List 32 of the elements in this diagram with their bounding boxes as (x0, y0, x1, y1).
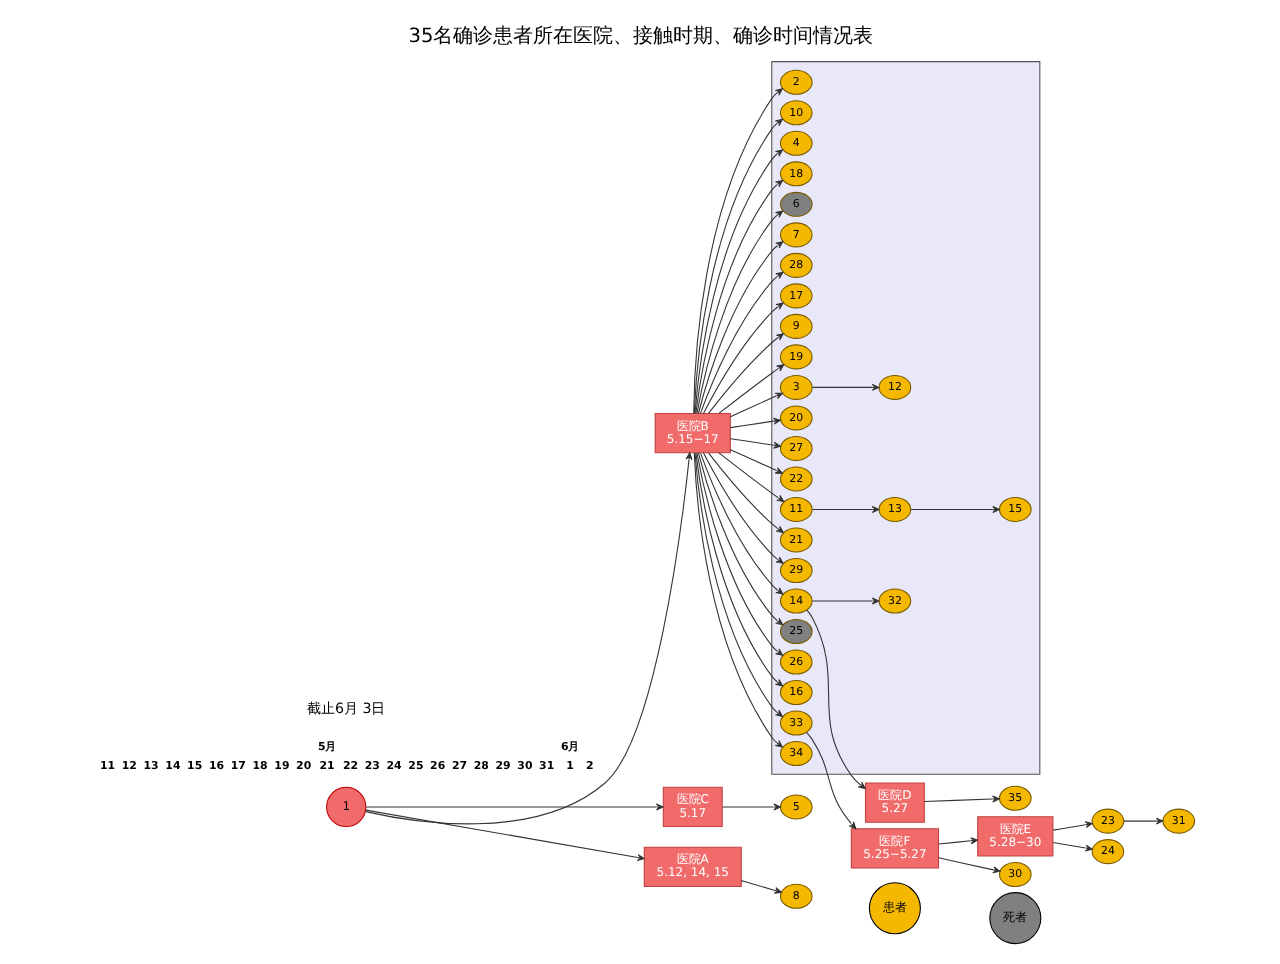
arrow (699, 451, 783, 594)
arrow (707, 332, 783, 413)
arrow (717, 363, 784, 413)
arrow (364, 451, 692, 824)
arrow (1051, 820, 1092, 830)
arrow (1122, 816, 1163, 824)
arrow (701, 301, 783, 414)
arrow (805, 730, 856, 829)
arrow (717, 451, 784, 502)
arrow (937, 856, 1000, 873)
arrow (937, 836, 977, 844)
arrow (728, 448, 782, 473)
arrow (699, 270, 783, 413)
arrow (728, 437, 780, 448)
arrow (739, 879, 781, 893)
arrow (909, 504, 999, 512)
arrow (364, 808, 644, 860)
arrow (707, 451, 783, 533)
arrow (728, 416, 780, 428)
arrow (810, 504, 879, 512)
diagram-title: 35名确诊患者所在医院、接触时期、确诊时间情况表 (407, 25, 873, 48)
arrow (364, 802, 663, 810)
arrow (1051, 841, 1092, 851)
arrow (701, 451, 783, 563)
arrow (805, 608, 865, 789)
arrow (810, 382, 879, 390)
arrow (923, 794, 999, 802)
arrow (810, 596, 879, 604)
arrow (728, 391, 782, 417)
arrow (696, 240, 783, 414)
arrow (721, 802, 780, 810)
arrow (696, 451, 783, 625)
